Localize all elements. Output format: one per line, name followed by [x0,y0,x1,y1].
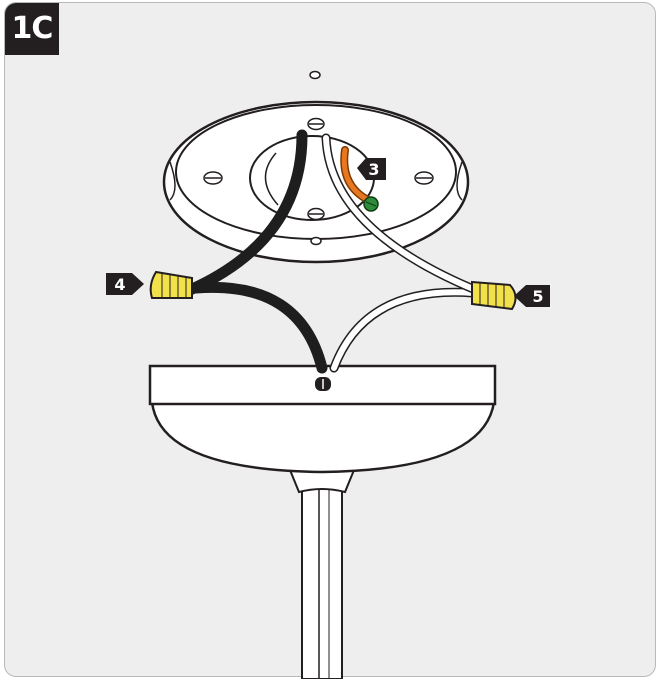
green-ground-screw [363,196,379,212]
callout-3-label: 3 [368,160,379,179]
screw [307,117,325,131]
screw [307,207,325,221]
house-white-wire [321,133,483,296]
mounting-plate [162,70,470,264]
white-wire-connector [471,280,517,311]
ground-wire [340,146,372,204]
callout-3: 3 [357,158,386,180]
black-wire-connector [149,270,193,299]
callout-5-label: 5 [532,287,543,306]
fan-white-wire [329,287,478,373]
step-badge: 1C [5,3,59,55]
house-black-wire [184,129,308,296]
canopy [148,364,497,474]
screw [203,171,223,185]
downrod [288,464,356,679]
fan-black-wire [190,281,328,374]
screw [414,171,434,185]
callout-5: 5 [514,285,550,307]
callout-4: 4 [106,273,144,295]
callout-4-label: 4 [114,275,125,294]
